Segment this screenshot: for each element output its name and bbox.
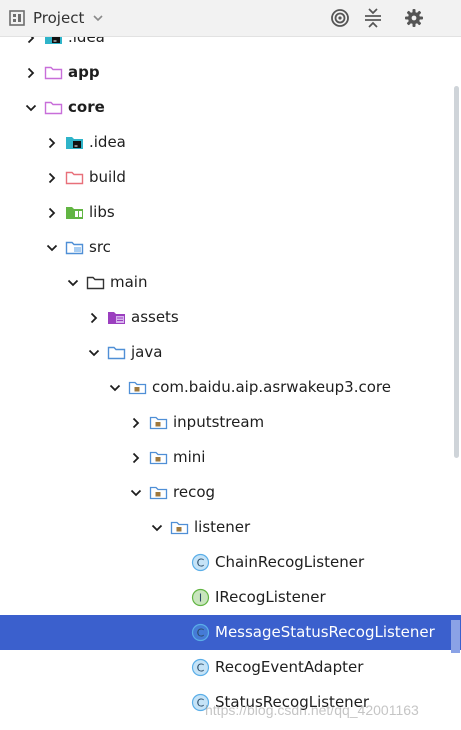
- expand-arrow-right-icon[interactable]: [45, 171, 59, 185]
- source-folder-icon: [65, 241, 84, 255]
- expand-arrow-down-icon[interactable]: [45, 241, 59, 255]
- tree-row-label: main: [110, 273, 148, 291]
- folder-icon: [86, 276, 105, 290]
- tree-row-label: src: [89, 238, 111, 256]
- package-icon: [149, 486, 168, 500]
- project-view-icon: [9, 10, 25, 26]
- project-tree[interactable]: .idea app core .idea build libs src main assets j…: [0, 37, 461, 730]
- tree-row[interactable]: .idea: [0, 37, 461, 55]
- project-view-title: Project: [33, 9, 85, 27]
- assets-folder-icon: [108, 312, 125, 324]
- tree-row-label: StatusRecogListener: [215, 693, 370, 711]
- tree-row-label: mini: [173, 448, 206, 466]
- tree-row[interactable]: C RecogEventAdapter: [0, 650, 461, 685]
- tree-row-label: listener: [194, 518, 251, 536]
- tree-row[interactable]: java: [0, 335, 461, 370]
- java-source-folder-icon: [107, 346, 126, 360]
- tree-row[interactable]: C ChainRecogListener: [0, 545, 461, 580]
- tree-row-label: assets: [131, 308, 179, 326]
- expand-arrow-right-icon[interactable]: [87, 311, 101, 325]
- gear-icon: [405, 9, 423, 27]
- expand-arrow-down-icon[interactable]: [150, 521, 164, 535]
- tree-row[interactable]: recog: [0, 475, 461, 510]
- tree-row-label: RecogEventAdapter: [215, 658, 364, 676]
- module-folder-icon: [44, 101, 63, 115]
- tree-row-label: IRecogListener: [215, 588, 326, 606]
- svg-text:C: C: [197, 627, 205, 640]
- project-tool-window-header: Project: [0, 0, 461, 37]
- tree-row-label: app: [68, 63, 100, 81]
- tree-row[interactable]: build: [0, 160, 461, 195]
- expand-arrow-down-icon[interactable]: [24, 101, 38, 115]
- watermark: https://blog.csdn.net/qq_42001163: [205, 702, 419, 718]
- svg-text:I: I: [199, 592, 202, 605]
- expand-arrow-right-icon[interactable]: [45, 206, 59, 220]
- tree-row[interactable]: core: [0, 90, 461, 125]
- tree-row[interactable]: listener: [0, 510, 461, 545]
- package-icon: [128, 381, 147, 395]
- locate-file-button[interactable]: [328, 6, 352, 30]
- package-icon: [149, 451, 168, 465]
- expand-arrow-right-icon[interactable]: [129, 416, 143, 430]
- tree-row-selected[interactable]: C MessageStatusRecogListener: [0, 615, 461, 650]
- tree-row[interactable]: I IRecogListener: [0, 580, 461, 615]
- collapse-all-icon: [365, 8, 381, 28]
- tree-row[interactable]: .idea: [0, 125, 461, 160]
- tree-row-label: MessageStatusRecogListener: [215, 623, 435, 641]
- tree-row[interactable]: assets: [0, 300, 461, 335]
- class-icon: C: [191, 553, 210, 572]
- package-icon: [149, 416, 168, 430]
- tree-row[interactable]: app: [0, 55, 461, 90]
- expand-arrow-down-icon[interactable]: [108, 381, 122, 395]
- tree-row[interactable]: inputstream: [0, 405, 461, 440]
- tree-row[interactable]: com.baidu.aip.asrwakeup3.core: [0, 370, 461, 405]
- project-view-selector[interactable]: Project: [8, 6, 104, 30]
- selection-marker: [451, 620, 460, 653]
- tree-row-label: ChainRecogListener: [215, 553, 365, 571]
- expand-arrow-right-icon[interactable]: [129, 451, 143, 465]
- tree-row[interactable]: mini: [0, 440, 461, 475]
- settings-button[interactable]: [402, 6, 426, 30]
- idea-folder-icon: [45, 37, 62, 44]
- tree-row-label: build: [89, 168, 126, 186]
- tree-row[interactable]: libs: [0, 195, 461, 230]
- module-folder-icon: [44, 66, 63, 80]
- expand-arrow-down-icon[interactable]: [129, 486, 143, 500]
- tree-row-label: core: [68, 98, 105, 116]
- package-icon: [170, 521, 189, 535]
- expand-arrow-down-icon[interactable]: [87, 346, 101, 360]
- idea-folder-icon: [66, 137, 83, 149]
- tree-row-label: .idea: [89, 133, 126, 151]
- tree-row[interactable]: C StatusRecogListener: [0, 685, 461, 720]
- collapse-all-button[interactable]: [361, 6, 385, 30]
- expand-arrow-right-icon[interactable]: [24, 37, 38, 45]
- svg-text:C: C: [197, 662, 205, 675]
- locate-target-icon: [331, 9, 349, 27]
- tree-row[interactable]: main: [0, 265, 461, 300]
- interface-icon: I: [191, 588, 210, 607]
- expand-arrow-right-icon[interactable]: [45, 136, 59, 150]
- expand-arrow-right-icon[interactable]: [24, 66, 38, 80]
- tree-row-label: libs: [89, 203, 115, 221]
- libs-folder-icon: [66, 207, 83, 219]
- tree-row-label: inputstream: [173, 413, 265, 431]
- expand-arrow-down-icon[interactable]: [66, 276, 80, 290]
- excluded-folder-icon: [65, 171, 84, 185]
- chevron-down-icon: [93, 15, 103, 22]
- class-icon: C: [191, 623, 210, 642]
- tree-row[interactable]: src: [0, 230, 461, 265]
- svg-text:C: C: [197, 557, 205, 570]
- class-icon: C: [191, 658, 210, 677]
- class-icon: C: [191, 693, 210, 712]
- svg-text:C: C: [197, 697, 205, 710]
- vertical-scrollbar-thumb[interactable]: [454, 86, 459, 458]
- tree-row-label: recog: [173, 483, 216, 501]
- tree-row-label: .idea: [68, 37, 105, 46]
- tree-row-label: com.baidu.aip.asrwakeup3.core: [152, 378, 391, 396]
- tree-row-label: java: [131, 343, 163, 361]
